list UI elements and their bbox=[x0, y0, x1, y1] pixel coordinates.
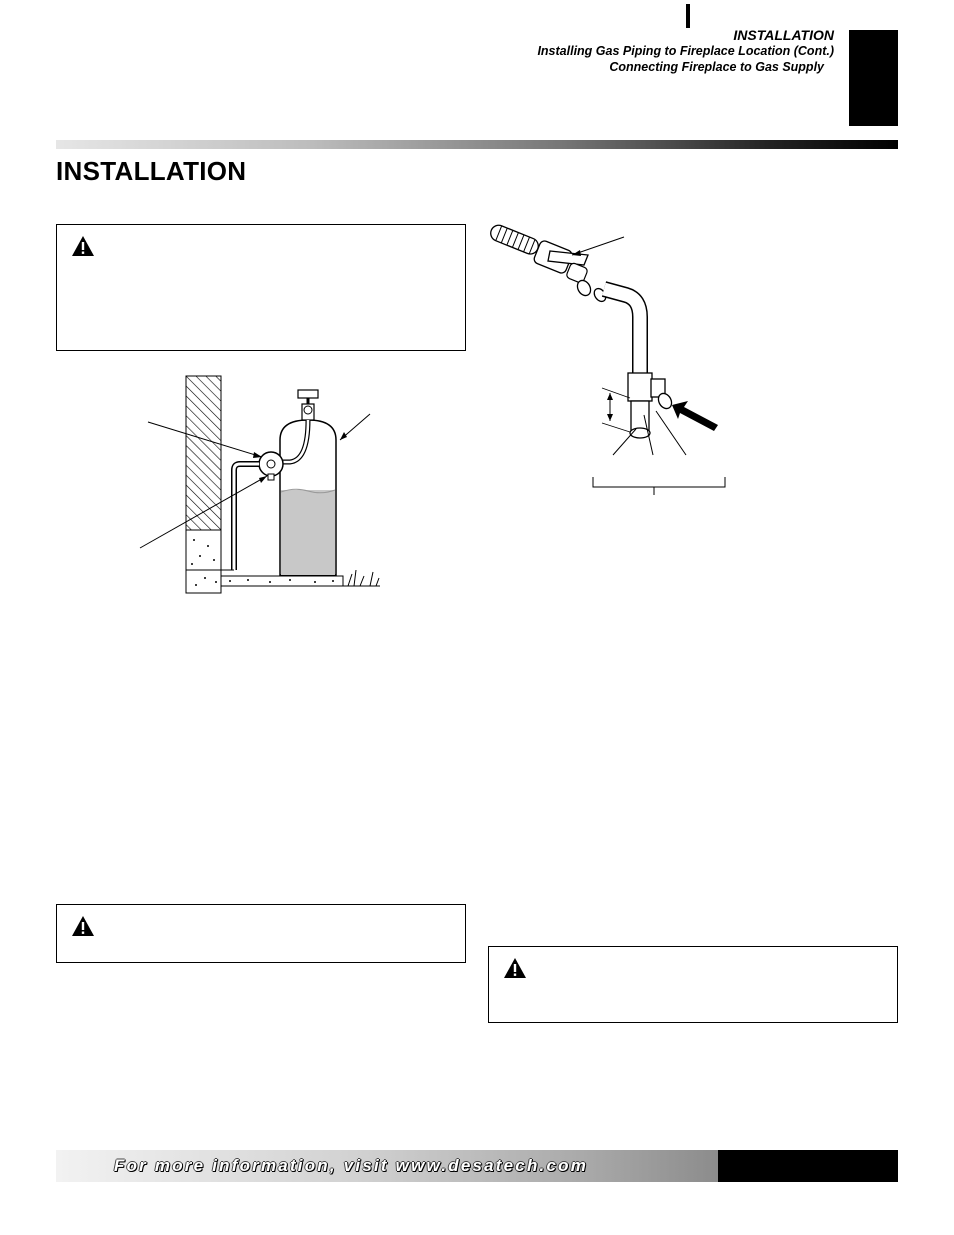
footer-logo-panel bbox=[718, 1150, 898, 1182]
warning-triangle-icon bbox=[72, 236, 94, 256]
footer-text: For more information, visit www.desatech… bbox=[114, 1156, 589, 1175]
warning-triangle-icon bbox=[504, 958, 526, 978]
header-section: INSTALLATION bbox=[733, 27, 834, 43]
warning-box-bottom-right bbox=[488, 946, 898, 1023]
figure-sediment-trap bbox=[490, 224, 726, 495]
header-line-1: Installing Gas Piping to Fireplace Locat… bbox=[537, 44, 834, 58]
running-header: INSTALLATION Installing Gas Piping to Fi… bbox=[537, 27, 834, 75]
warning-box-top-left bbox=[56, 224, 466, 351]
page-title: INSTALLATION bbox=[56, 156, 247, 186]
header-line-2: Connecting Fireplace to Gas Supply bbox=[609, 60, 824, 74]
section-tab bbox=[849, 30, 898, 126]
header-rule bbox=[56, 140, 898, 149]
footer-bar bbox=[56, 1150, 718, 1182]
warning-box-bottom-left bbox=[56, 904, 466, 963]
desa-logo-icon bbox=[674, 4, 840, 28]
footer-banner: For more information, visit www.desatech… bbox=[56, 1150, 898, 1182]
figure-lp-tank-regulator bbox=[139, 375, 380, 594]
warning-triangle-icon bbox=[72, 916, 94, 936]
